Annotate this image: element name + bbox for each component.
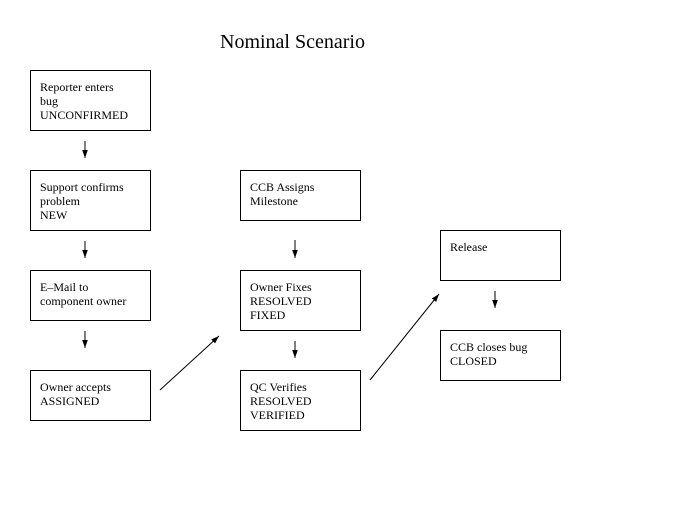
node-label: bug (40, 94, 58, 108)
node-resolution: FIXED (250, 308, 286, 322)
node-support-confirms: Support confirms problem NEW (30, 170, 151, 231)
arrow-accepts-to-fixes (159, 335, 220, 391)
arrow-qc-to-release (369, 293, 440, 381)
diagram-title: Nominal Scenario (220, 31, 365, 53)
node-owner-fixes: Owner Fixes RESOLVED FIXED (240, 270, 361, 331)
node-reporter-enters-bug: Reporter enters bug UNCONFIRMED (30, 70, 151, 131)
node-label: Owner Fixes (250, 280, 312, 294)
node-label: E–Mail to (40, 280, 89, 294)
node-qc-verifies: QC Verifies RESOLVED VERIFIED (240, 370, 361, 431)
node-resolution: VERIFIED (250, 408, 305, 422)
node-label: Owner accepts (40, 380, 111, 394)
node-status: CLOSED (450, 354, 497, 368)
node-status: ASSIGNED (40, 394, 100, 408)
node-label: CCB closes bug (450, 340, 528, 354)
node-ccb-closes-bug: CCB closes bug CLOSED (440, 330, 561, 381)
node-ccb-assigns-milestone: CCB Assigns Milestone (240, 170, 361, 221)
node-label: component owner (40, 294, 127, 308)
node-label: problem (40, 194, 80, 208)
node-email-component-owner: E–Mail to component owner (30, 270, 151, 321)
node-release: Release (440, 230, 561, 281)
node-label: QC Verifies (250, 380, 307, 394)
node-status: RESOLVED (250, 394, 312, 408)
node-label: CCB Assigns (250, 180, 315, 194)
node-label: Milestone (250, 194, 298, 208)
node-label: Reporter enters (40, 80, 114, 94)
node-label: Support confirms (40, 180, 124, 194)
node-status: RESOLVED (250, 294, 312, 308)
node-owner-accepts: Owner accepts ASSIGNED (30, 370, 151, 421)
node-status: UNCONFIRMED (40, 108, 129, 122)
node-status: NEW (40, 208, 68, 222)
node-label: Release (450, 240, 488, 254)
